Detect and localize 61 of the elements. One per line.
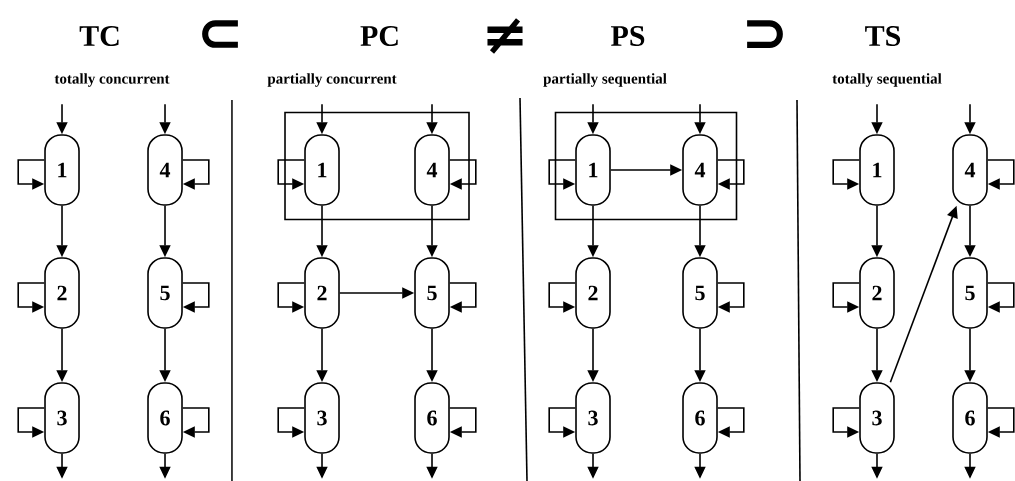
- loop-arrow: [548, 159, 576, 190]
- group-box: [284, 111, 470, 221]
- loop-arrow: [449, 159, 477, 190]
- state-node: 2: [859, 257, 895, 329]
- group-box: [554, 111, 738, 221]
- loop-arrow: [548, 407, 576, 438]
- class-subtitle: partially concurrent: [267, 73, 397, 87]
- loop-arrow: [182, 407, 210, 438]
- state-node: 1: [44, 134, 80, 206]
- relation-symbol: ⊂: [202, 20, 238, 48]
- state-node: 5: [147, 257, 183, 329]
- state-node: 1: [575, 134, 611, 206]
- state-node: 2: [575, 257, 611, 329]
- loop-arrow: [832, 282, 860, 313]
- loop-arrow: [449, 282, 477, 313]
- relation-symbol: ⊃: [747, 20, 783, 48]
- loop-arrow: [17, 407, 45, 438]
- state-node: 6: [682, 382, 718, 454]
- relation-symbol: ≠: [487, 18, 523, 54]
- loop-arrow: [987, 159, 1015, 190]
- state-node: 2: [44, 257, 80, 329]
- state-node: 1: [859, 134, 895, 206]
- loop-arrow: [987, 407, 1015, 438]
- loop-arrow: [717, 407, 745, 438]
- loop-arrow: [277, 159, 305, 190]
- loop-arrow: [449, 407, 477, 438]
- loop-arrow: [17, 282, 45, 313]
- loop-arrow: [182, 282, 210, 313]
- state-node: 3: [575, 382, 611, 454]
- state-node: 3: [859, 382, 895, 454]
- loop-arrow: [277, 407, 305, 438]
- state-node: 3: [44, 382, 80, 454]
- class-title: TS: [865, 25, 901, 47]
- class-title: TC: [79, 25, 119, 47]
- loop-arrow: [832, 159, 860, 190]
- loop-arrow: [548, 282, 576, 313]
- state-node: 4: [414, 134, 450, 206]
- loop-arrow: [717, 282, 745, 313]
- state-node: 4: [682, 134, 718, 206]
- state-node: 2: [304, 257, 340, 329]
- state-node: 5: [952, 257, 988, 329]
- class-subtitle: totally concurrent: [54, 73, 170, 87]
- state-node: 6: [147, 382, 183, 454]
- loop-arrow: [17, 159, 45, 190]
- loop-arrow: [717, 159, 745, 190]
- loop-arrow: [832, 407, 860, 438]
- class-subtitle: totally sequential: [832, 73, 942, 87]
- state-node: 1: [304, 134, 340, 206]
- state-node: 6: [952, 382, 988, 454]
- state-node: 5: [682, 257, 718, 329]
- loop-arrow: [277, 282, 305, 313]
- loop-arrow: [987, 282, 1015, 313]
- loop-arrow: [182, 159, 210, 190]
- state-node: 4: [147, 134, 183, 206]
- class-subtitle: partially sequential: [543, 73, 667, 87]
- state-node: 3: [304, 382, 340, 454]
- class-title: PS: [611, 25, 645, 47]
- state-node: 4: [952, 134, 988, 206]
- class-title: PC: [360, 25, 398, 47]
- state-node: 6: [414, 382, 450, 454]
- state-node: 5: [414, 257, 450, 329]
